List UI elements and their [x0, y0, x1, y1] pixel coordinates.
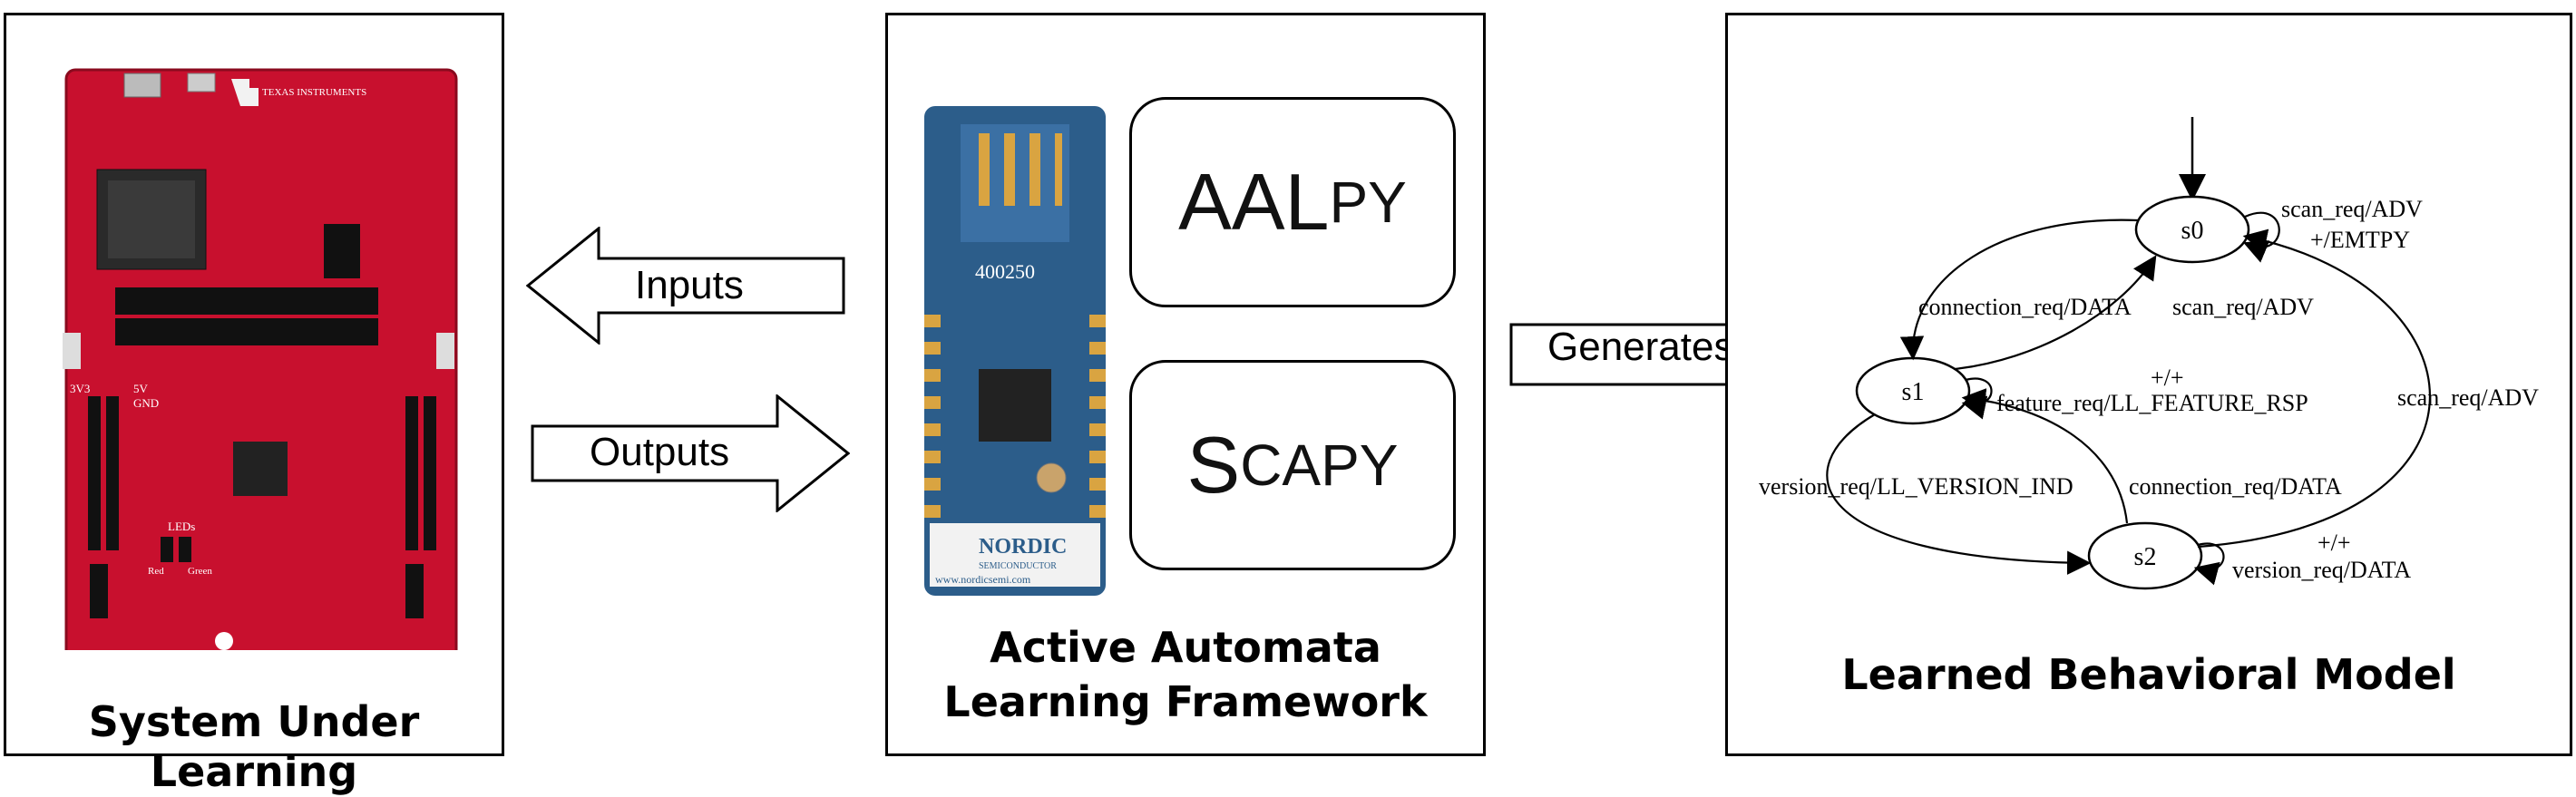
- dongle-id: 400250: [975, 260, 1035, 283]
- svg-text:connection_req/DATA: connection_req/DATA: [2129, 473, 2342, 500]
- scapy-text-suffix: CAPY: [1240, 433, 1399, 498]
- usb-connector: [123, 73, 161, 98]
- scapy-text-main: S: [1186, 420, 1241, 510]
- dongle-url: www.nordicsemi.com: [935, 573, 1031, 586]
- framework-caption-line2: Learning Framework: [943, 677, 1428, 726]
- edge-s2-self: [2193, 542, 2225, 586]
- framework-caption-line1: Active Automata: [990, 623, 1381, 672]
- system-under-learning-panel: TEXAS INSTRUMENTS 3V3 5V GND LEDs Red: [4, 13, 504, 796]
- state-s2-label: s2: [2134, 543, 2157, 571]
- learning-framework-panel: 400250 NORDIC SEMICONDUCTOR www.nordicse…: [885, 13, 1486, 756]
- learned-model-caption: Learned Behavioral Model: [1841, 650, 2456, 699]
- led-green: [179, 537, 191, 562]
- svg-text:version_req/LL_VERSION_IND: version_req/LL_VERSION_IND: [1759, 473, 2073, 500]
- svg-text:+/+: +/+: [2317, 530, 2351, 556]
- svg-text:+/EMTPY: +/EMTPY: [2310, 227, 2410, 253]
- led-red: [161, 537, 173, 562]
- edge-s0-s1: [1899, 219, 2139, 361]
- right-pin-column: [405, 396, 436, 550]
- svg-text:Red: Red: [148, 566, 164, 577]
- inputs-arrow: [526, 227, 845, 345]
- pin-label-5v: 5V: [133, 382, 149, 395]
- nrf-chip: [979, 369, 1051, 442]
- system-under-learning-caption: System Under Learning: [88, 697, 420, 797]
- svg-text:version_req/DATA: version_req/DATA: [2232, 557, 2411, 583]
- state-s1-label: s1: [1902, 378, 1925, 406]
- learned-model-panel: s0 s1 s2 scan_req/ADV +/EMTPY connection…: [1725, 13, 2572, 756]
- svg-text:scan_req/ADV: scan_req/ADV: [2172, 294, 2314, 320]
- state-machine-diagram: s0 s1 s2 scan_req/ADV +/EMTPY connection…: [1759, 117, 2539, 590]
- svg-text:SEMICONDUCTOR: SEMICONDUCTOR: [979, 561, 1057, 571]
- edge-s2-s1: [1961, 388, 2129, 524]
- edge-s0-self: [2242, 211, 2280, 263]
- ti-brand-text: TEXAS INSTRUMENTS: [262, 87, 366, 98]
- svg-text:connection_req/DATA: connection_req/DATA: [1918, 294, 2132, 320]
- edge-s1-s0: [1954, 255, 2157, 371]
- svg-text:feature_req/LL_FEATURE_RSP: feature_req/LL_FEATURE_RSP: [1996, 390, 2308, 416]
- pin-label-3v3: 3V3: [70, 382, 90, 395]
- launchpad-board-image: TEXAS INSTRUMENTS 3V3 5V GND LEDs Red: [63, 68, 458, 650]
- cc2640-chip: [233, 442, 288, 496]
- nordic-dongle-image: 400250 NORDIC SEMICONDUCTOR www.nordicse…: [924, 106, 1106, 596]
- jumper-header-row: [115, 287, 378, 345]
- leds-label: LEDs: [168, 520, 195, 533]
- svg-text:scan_req/ADV: scan_req/ADV: [2397, 384, 2539, 411]
- board-pcb: [66, 70, 456, 650]
- outputs-arrow: [531, 394, 850, 512]
- dongle-brand: NORDIC: [979, 535, 1067, 559]
- gold-pads: [924, 315, 1106, 518]
- button: [1036, 462, 1067, 493]
- svg-text:scan_req/ADV: scan_req/ADV: [2281, 196, 2423, 222]
- aalpy-text-main: AAL: [1178, 157, 1330, 247]
- edge-s1-s2: [1826, 413, 2092, 575]
- pin-label-gnd: GND: [133, 396, 159, 410]
- inputs-label: Inputs: [635, 263, 744, 307]
- aalpy-text-suffix: PY: [1329, 170, 1407, 235]
- ti-logo: [231, 79, 259, 106]
- svg-text:+/+: +/+: [2151, 364, 2184, 391]
- state-s0-label: s0: [2181, 217, 2204, 245]
- svg-text:Green: Green: [188, 566, 212, 577]
- outputs-label: Outputs: [590, 430, 730, 474]
- left-pin-column: [88, 396, 119, 550]
- generates-label: Generates: [1547, 325, 1734, 369]
- edge-s2-s0: [2197, 228, 2431, 549]
